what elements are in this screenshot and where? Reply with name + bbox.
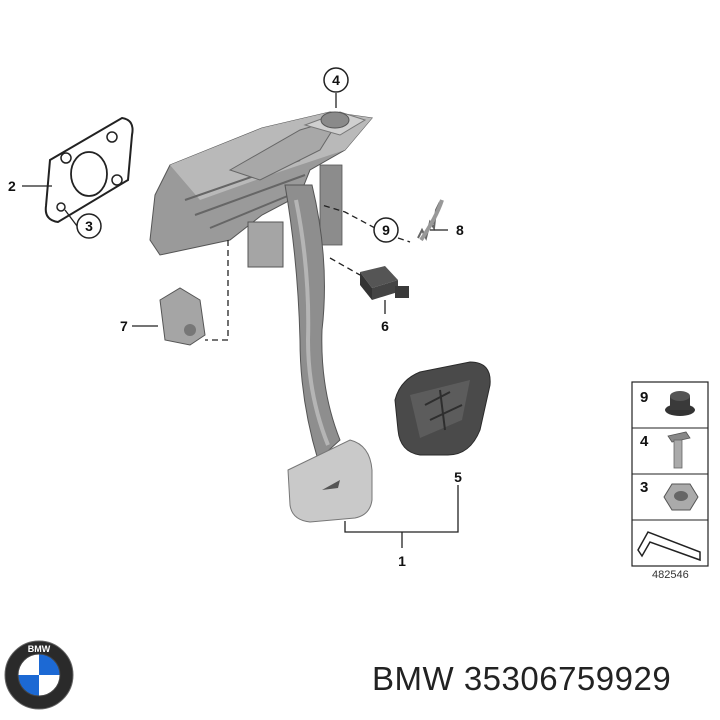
dashed-leader-lines [205,204,411,341]
diagram-reference-number: 482546 [652,569,689,581]
callout-circle-3 [76,213,102,239]
pedal-rubber-pad [394,361,491,456]
return-spring [417,199,444,242]
gasket-plate [44,116,134,224]
legend-num-3: 3 [640,479,648,496]
pedal-pad [287,439,373,523]
pedal-bracket [149,111,373,268]
callout-4: 4 [332,72,340,88]
sensor-bracket [159,287,206,346]
legend-num-9: 9 [640,389,648,406]
callout-circle-9 [373,217,399,243]
callout-2: 2 [8,178,16,194]
bmw-logo: BMW [4,640,74,710]
hex-nut-icon [663,483,699,511]
callout-1: 1 [398,553,406,569]
legend-panel: 9 4 3 482546 [631,381,709,581]
callout-3: 3 [85,218,93,234]
rubber-buffer-icon [665,391,695,416]
leader-lines [22,93,459,548]
callout-9: 9 [382,222,390,238]
callout-8: 8 [456,222,464,238]
callout-5: 5 [454,469,462,485]
bmw-logo-letters: BMW [28,644,51,654]
reference-symbol-icon [637,531,701,562]
legend-num-4: 4 [640,433,649,450]
callout-6: 6 [381,318,389,334]
callout-7: 7 [120,318,128,334]
callout-circle-4 [323,67,349,93]
bolt-icon [667,431,691,469]
part-number-label: BMW 35306759929 [372,660,672,697]
pedal-switch [360,266,409,300]
